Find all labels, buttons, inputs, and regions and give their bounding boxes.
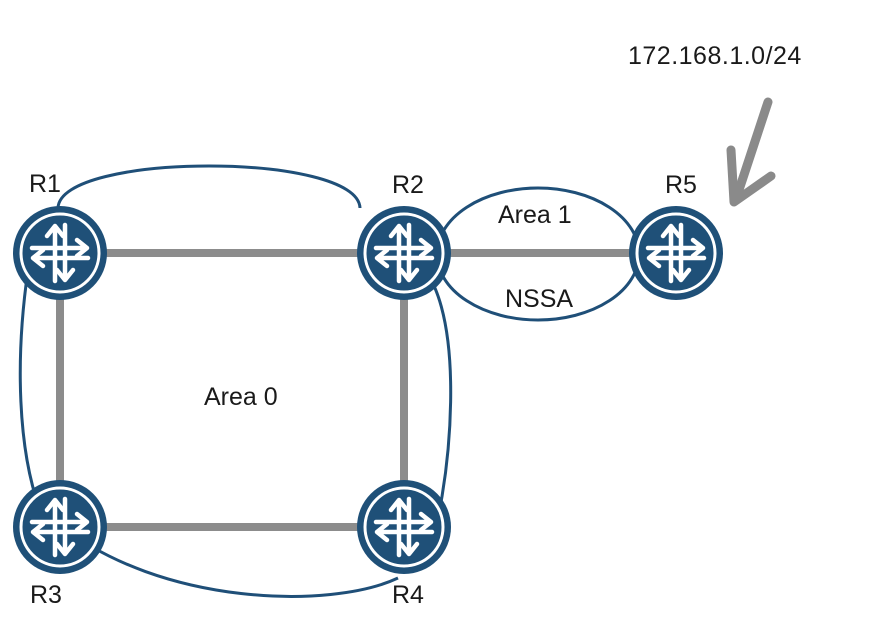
- router-label-r5: R5: [665, 171, 697, 199]
- nssa-label: NSSA: [505, 285, 573, 313]
- router-label-r4: R4: [392, 581, 424, 609]
- router-r4-icon: [357, 480, 451, 574]
- pointer-arrow-icon: [726, 97, 776, 207]
- router-r2-icon: [357, 206, 451, 300]
- external-network-label: 172.168.1.0/24: [628, 42, 802, 70]
- router-r3-icon: [13, 480, 107, 574]
- area-1-label: Area 1: [498, 201, 572, 229]
- router-label-r2: R2: [392, 171, 424, 199]
- router-r1-icon: [13, 206, 107, 300]
- links: [56, 249, 676, 531]
- area-0-label: Area 0: [204, 383, 278, 411]
- routers: [13, 206, 723, 574]
- router-label-r3: R3: [30, 581, 62, 609]
- router-r5-icon: [629, 206, 723, 300]
- router-label-r1: R1: [29, 170, 61, 198]
